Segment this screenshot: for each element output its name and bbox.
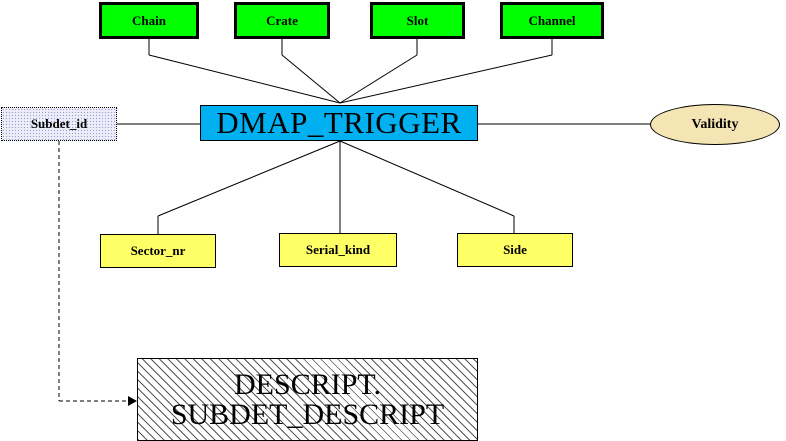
referenced-table-line1: DESCRIPT.: [234, 367, 381, 401]
entity-channel: Channel: [500, 2, 604, 39]
entity-label: Slot: [406, 12, 429, 28]
reference-arrow: [58, 141, 128, 402]
entity-validity: Validity: [650, 104, 780, 145]
entity-label: Channel: [528, 12, 576, 28]
entity-label: Subdet_id: [30, 116, 88, 131]
entity-side: Side: [457, 233, 573, 267]
entity-label: Crate: [266, 12, 298, 28]
connector-side: [339, 140, 515, 217]
arrowhead-icon: [128, 396, 137, 406]
connector-sector: [157, 140, 341, 217]
entity-label: Sector_nr: [130, 243, 186, 258]
referenced-table-line2: SUBDET_DESCRIPT: [170, 397, 445, 431]
entity-label: Validity: [691, 116, 739, 132]
main-entity-dmap-trigger: DMAP_TRIGGER: [200, 105, 478, 141]
entity-label: Side: [503, 242, 527, 257]
referenced-table-descript: DESCRIPT. SUBDET_DESCRIPT: [137, 358, 478, 441]
entity-label: Chain: [132, 12, 166, 28]
entity-crate: Crate: [234, 2, 330, 39]
entity-subdet-id: Subdet_id: [1, 107, 117, 141]
entity-slot: Slot: [370, 2, 465, 39]
main-entity-label: DMAP_TRIGGER: [216, 105, 462, 140]
entity-chain: Chain: [99, 2, 199, 39]
entity-serial-kind: Serial_kind: [279, 233, 397, 267]
entity-sector-nr: Sector_nr: [100, 234, 216, 268]
entity-label: Serial_kind: [305, 242, 371, 257]
